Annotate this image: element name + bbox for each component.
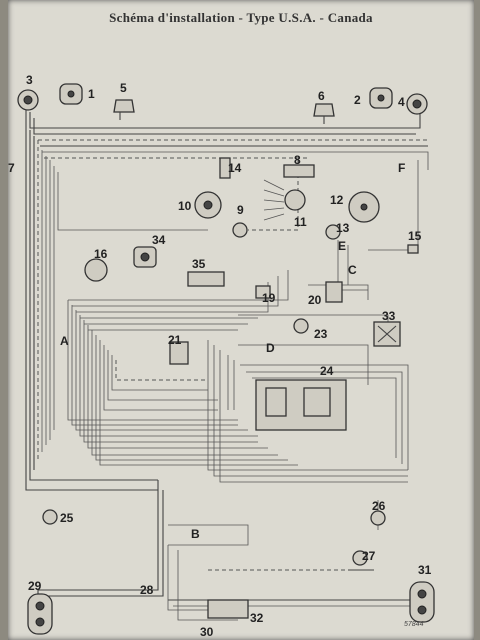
- headlamp-right: [406, 93, 428, 115]
- label-1: 1: [88, 87, 95, 101]
- label-10: 10: [178, 199, 192, 213]
- label-31: 31: [418, 563, 432, 577]
- figure-reference: 57844: [404, 621, 424, 628]
- regulator: [219, 157, 231, 179]
- taillamp-right: [409, 581, 435, 623]
- sidelamp-left: [59, 83, 83, 105]
- label-30: 30: [200, 625, 214, 639]
- switch-11: [263, 179, 306, 221]
- horn-button-25: [42, 509, 58, 525]
- harness-left: [25, 110, 208, 491]
- ignition-switch: [194, 191, 222, 219]
- label-5: 5: [120, 81, 127, 95]
- lamp-26: [370, 510, 386, 526]
- label-25: 25: [60, 511, 74, 525]
- label-34: 34: [152, 233, 166, 247]
- junction-24: [255, 379, 347, 431]
- switch-27: [348, 550, 374, 571]
- flasher-13: [325, 224, 341, 240]
- wiring-diagram: 3 1 5 6 2 4 7 8 9 10 11 12 13 14 15 16 1…: [8, 73, 435, 639]
- label-19: 19: [262, 291, 276, 305]
- label-4: 4: [398, 95, 405, 109]
- speedometer: [348, 191, 380, 223]
- lamp-23: [293, 318, 309, 334]
- label-14: 14: [228, 161, 242, 175]
- letter-b: B: [191, 527, 200, 541]
- label-20: 20: [308, 293, 322, 307]
- label-27: 27: [362, 549, 376, 563]
- sidelamp-right: [369, 87, 393, 109]
- horn-left: [113, 99, 135, 120]
- label-32: 32: [250, 611, 264, 625]
- headlamp-left: [17, 89, 39, 111]
- wiper-switch-15: [407, 244, 419, 254]
- component-labels: 3 1 5 6 2 4 7 8 9 10 11 12 13 14 15 16 1…: [8, 73, 432, 639]
- letter-c: C: [348, 263, 357, 277]
- horn-right: [313, 103, 335, 124]
- label-28: 28: [140, 583, 154, 597]
- relay-35: [187, 271, 225, 287]
- letter-d: D: [266, 341, 275, 355]
- label-16: 16: [94, 247, 108, 261]
- label-11: 11: [294, 215, 307, 229]
- label-15: 15: [408, 229, 422, 243]
- label-7: 7: [8, 161, 15, 175]
- letter-f: F: [398, 161, 405, 175]
- harness-middle: [67, 270, 409, 483]
- fan-33: [373, 321, 401, 347]
- label-26: 26: [372, 499, 386, 513]
- label-2: 2: [354, 93, 361, 107]
- letter-a: A: [60, 334, 69, 348]
- relay-21: [169, 341, 189, 365]
- label-8: 8: [294, 153, 301, 167]
- label-24: 24: [320, 364, 334, 378]
- label-3: 3: [26, 73, 33, 87]
- diagram-title: Schéma d'installation - Type U.S.A. - Ca…: [109, 10, 373, 25]
- harness-top: [29, 112, 429, 170]
- label-29: 29: [28, 579, 42, 593]
- diagram-page: Schéma d'installation - Type U.S.A. - Ca…: [8, 0, 474, 640]
- label-35: 35: [192, 257, 206, 271]
- label-33: 33: [382, 309, 396, 323]
- coil-16: [84, 258, 108, 282]
- switch-20: [325, 281, 343, 303]
- label-13: 13: [336, 221, 350, 235]
- label-21: 21: [168, 333, 182, 347]
- fuse-block: [283, 164, 315, 178]
- label-23: 23: [314, 327, 328, 341]
- distributor-34: [133, 246, 157, 268]
- label-9: 9: [237, 203, 244, 217]
- letter-labels: A B C D E F: [60, 161, 405, 541]
- label-6: 6: [318, 89, 325, 103]
- lamp-9: [232, 222, 248, 238]
- connector-30-32: [207, 599, 249, 619]
- taillamp-left: [27, 593, 53, 635]
- label-12: 12: [330, 193, 344, 207]
- switch-19: [255, 285, 271, 299]
- letter-e: E: [338, 239, 346, 253]
